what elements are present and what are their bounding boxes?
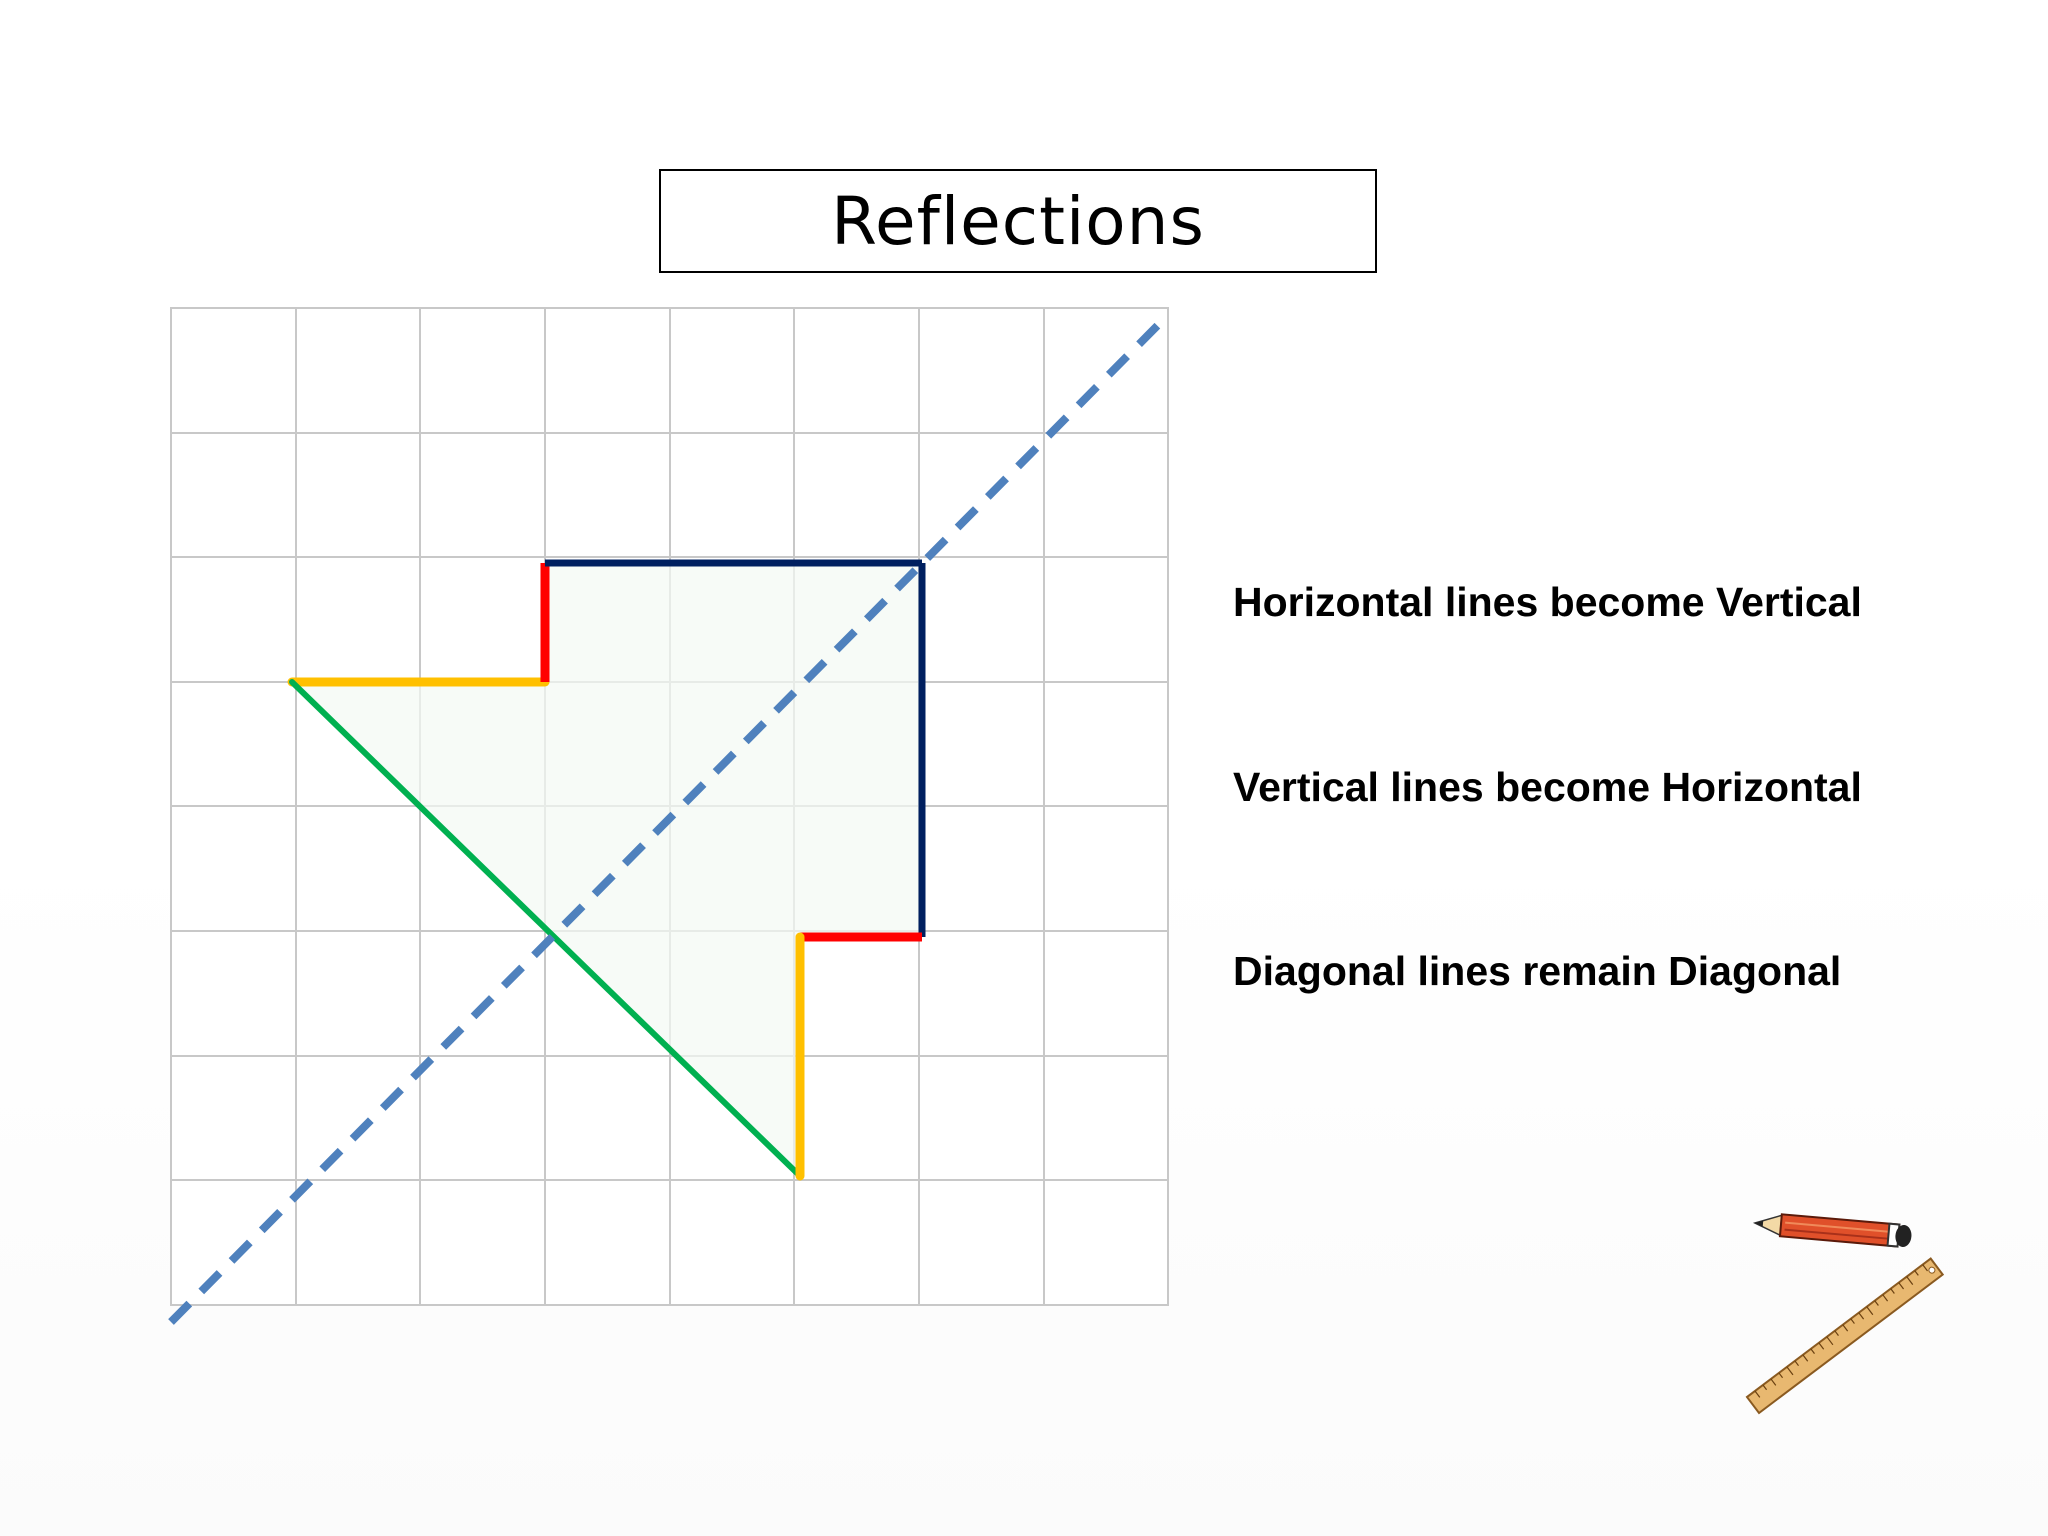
title-box: Reflections xyxy=(659,169,1377,273)
green-diagonal-edge xyxy=(289,679,803,1179)
statement-diagonal: Diagonal lines remain Diagonal xyxy=(1233,948,1842,994)
statement-vertical: Vertical lines become Horizontal xyxy=(1233,764,1862,810)
mirror-line xyxy=(168,317,1166,1325)
pencil-icon xyxy=(1752,1213,1912,1248)
statement-horizontal: Horizontal lines become Vertical xyxy=(1233,579,1862,625)
page-title: Reflections xyxy=(831,182,1205,260)
shape-fill xyxy=(292,563,922,1176)
ruler-icon xyxy=(1745,1257,1945,1415)
